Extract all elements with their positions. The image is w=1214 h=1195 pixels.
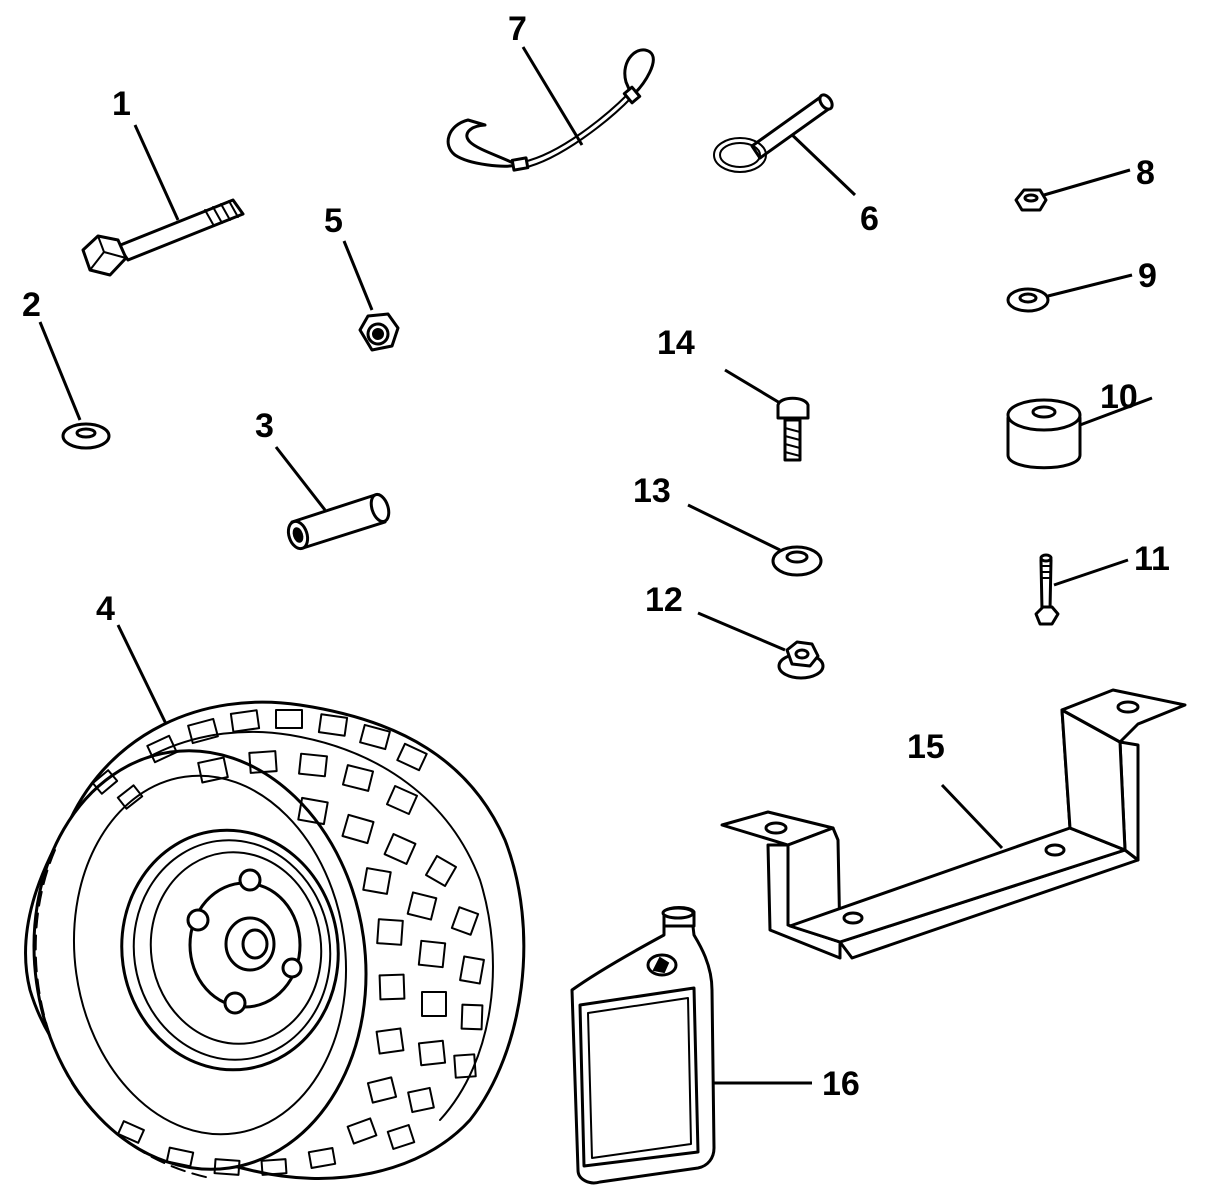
part-9-washer: 9 [1006,257,1157,313]
part-7-cable: 7 [446,10,655,172]
part-2-washer: 2 [22,286,111,450]
part-3-spacer: 3 [255,407,391,551]
label-10: 10 [1100,378,1138,416]
part-13-washer: 13 [633,472,823,577]
label-2: 2 [22,286,41,324]
label-15: 15 [907,728,945,766]
label-11: 11 [1134,540,1170,578]
part-8-nut: 8 [1014,154,1155,212]
label-4: 4 [96,590,115,628]
part-6-pin: 6 [713,93,879,238]
part-5-nut: 5 [324,202,400,352]
part-14-bolt: 14 [657,324,810,462]
part-4-wheel: 4 [24,590,526,1180]
part-10-bushing: 10 [1006,378,1153,470]
label-14: 14 [657,324,695,362]
label-3: 3 [255,407,274,445]
label-1: 1 [112,85,131,123]
part-1-bolt: 1 [81,85,245,277]
part-16-oil-bottle: 16 [570,906,860,1185]
label-8: 8 [1136,154,1155,192]
label-12: 12 [645,581,683,619]
label-6: 6 [860,200,879,238]
part-12-nut: 12 [645,581,825,680]
label-13: 13 [633,472,671,510]
label-5: 5 [324,202,343,240]
label-7: 7 [508,10,527,48]
label-9: 9 [1138,257,1157,295]
label-16: 16 [822,1065,860,1103]
part-11-bolt: 11 [1034,540,1170,626]
part-15-bracket: 15 [720,688,1187,960]
